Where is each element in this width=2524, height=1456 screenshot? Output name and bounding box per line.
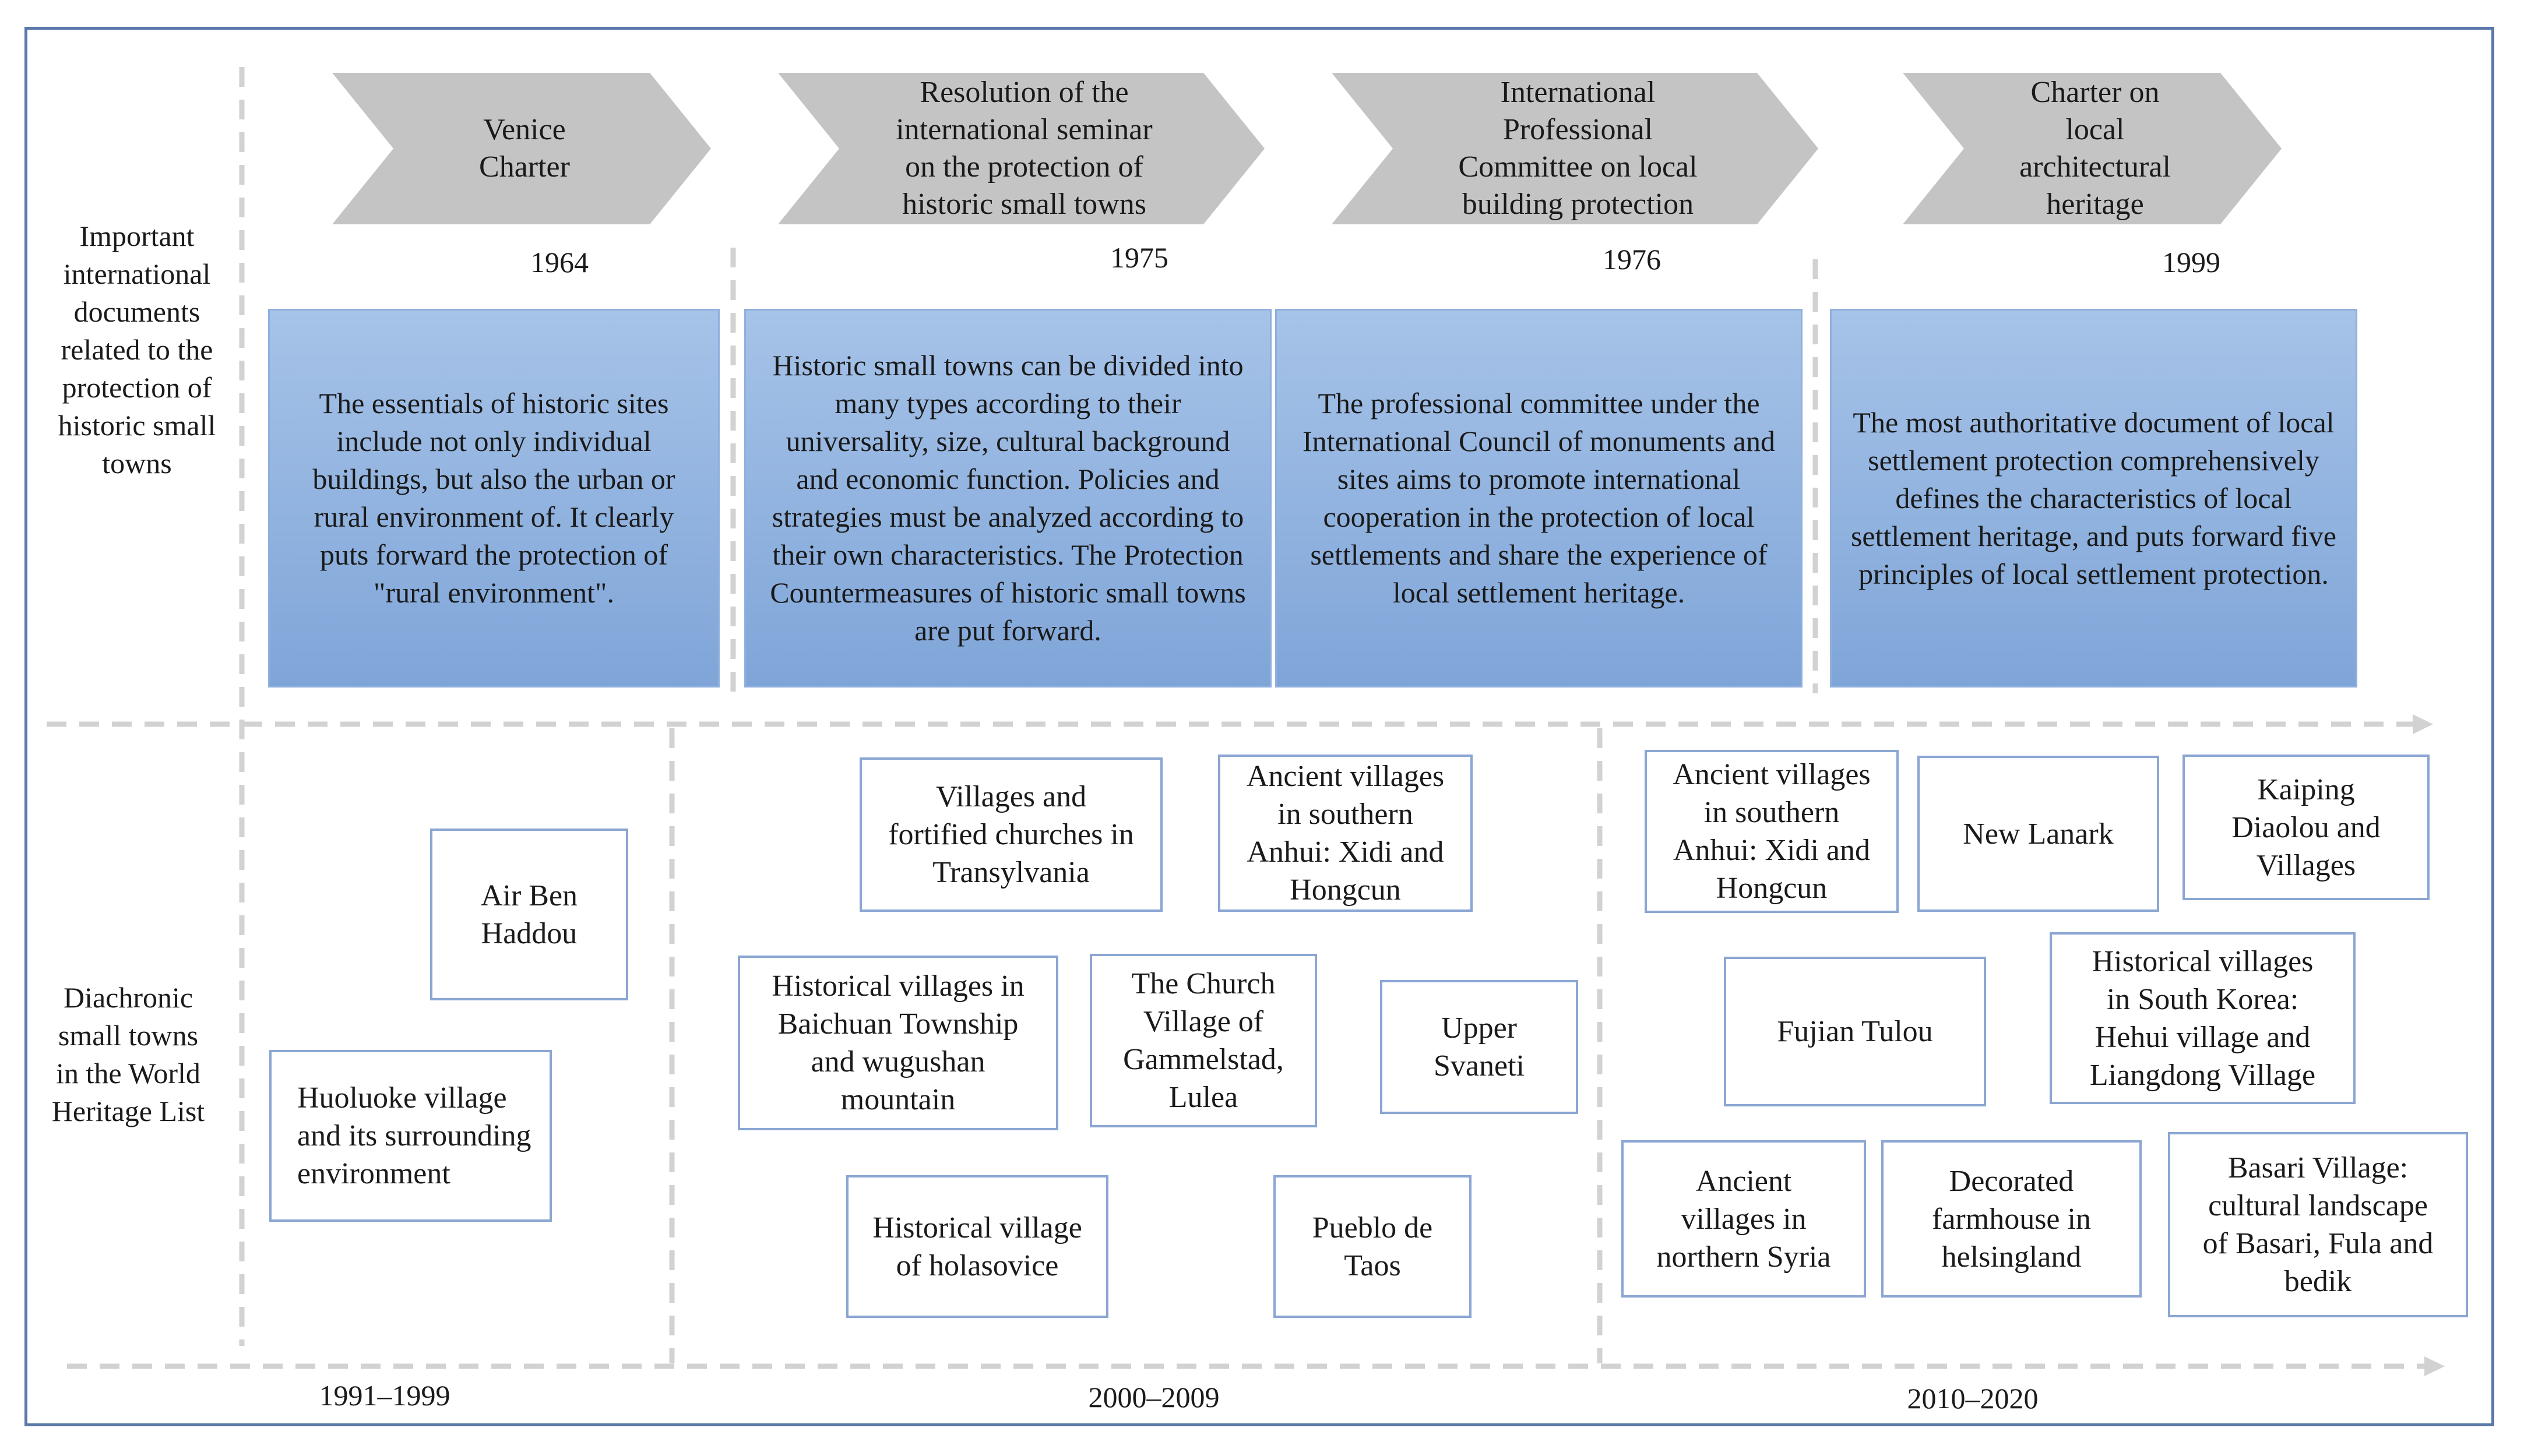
heritage-site-box: Upper Svaneti	[1380, 980, 1578, 1114]
chevron-shape	[778, 73, 1265, 224]
chevron-professional-committee: International Professional Committee on …	[1332, 73, 1818, 224]
heritage-site-box: Kaiping Diaolou and Villages	[2182, 755, 2430, 900]
heritage-site-box: Basari Village: cultural landscape of Ba…	[2168, 1132, 2468, 1317]
heritage-site-box: Ancient villages in southern Anhui: Xidi…	[1218, 755, 1473, 912]
heritage-site-box: Historical village of holasovice	[846, 1175, 1108, 1318]
document-title: Venice Charter	[479, 113, 570, 184]
row-label-documents: Important international documents relate…	[58, 219, 216, 480]
document-year: 1976	[1603, 243, 1661, 276]
document-description: The essentials of historic sites include…	[268, 309, 720, 688]
heritage-site-box: Historical villages in South Korea: Hehu…	[2050, 932, 2356, 1104]
document-title: Resolution of the international seminar …	[896, 76, 1153, 221]
heritage-site-box: Ancient villages in northern Syria	[1621, 1140, 1866, 1298]
chevron-venice-charter: Venice Charter	[332, 73, 711, 224]
heritage-site-box: Villages and fortified churches in Trans…	[860, 757, 1163, 912]
chevron-seminar-resolution: Resolution of the international seminar …	[778, 73, 1265, 224]
document-title: Charter on local architectural heritage	[2019, 76, 2171, 221]
heritage-site-box: Air Ben Haddou	[430, 829, 628, 1000]
timeline-bottom-arrowhead	[2424, 1356, 2445, 1376]
heritage-site-box: Historical villages in Baichuan Township…	[738, 956, 1058, 1130]
document-description: The most authoritative document of local…	[1830, 309, 2357, 688]
chevron-shape	[1903, 73, 2282, 224]
document-title: International Professional Committee on …	[1458, 76, 1698, 221]
document-description: The professional committee under the Int…	[1275, 309, 1803, 688]
document-description: Historic small towns can be divided into…	[744, 309, 1272, 688]
heritage-site-box: Ancient villages in southern Anhui: Xidi…	[1645, 750, 1899, 913]
heritage-site-box: Huoluoke village and its surrounding env…	[269, 1050, 552, 1222]
period-label: 2010–2020	[1907, 1382, 2039, 1415]
diagram-frame	[24, 27, 2494, 1426]
timeline-top-arrowhead	[2413, 714, 2433, 734]
heritage-site-box: Pueblo de Taos	[1273, 1175, 1472, 1318]
heritage-site-box: New Lanark	[1917, 756, 2159, 912]
chevron-local-architecture-charter: Charter on local architectural heritage	[1903, 73, 2282, 224]
chevron-shape	[332, 73, 711, 224]
heritage-site-box: Fujian Tulou	[1724, 957, 1986, 1106]
document-year: 1999	[2162, 246, 2220, 278]
period-label: 1991–1999	[319, 1379, 450, 1412]
row-label-heritage: Diachronic small towns in the World Heri…	[51, 981, 205, 1127]
document-year: 1964	[530, 246, 589, 278]
period-label: 2000–2009	[1088, 1381, 1220, 1413]
heritage-site-box: The Church Village of Gammelstad, Lulea	[1090, 954, 1317, 1127]
heritage-site-box: Decorated farmhouse in helsingland	[1881, 1140, 2142, 1298]
chevron-shape	[1332, 73, 1818, 224]
document-year: 1975	[1110, 241, 1168, 274]
